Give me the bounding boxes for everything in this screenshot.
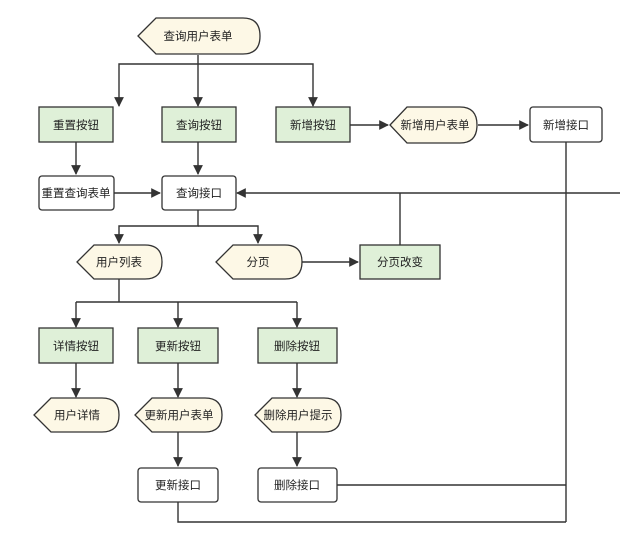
node-pagination-label: 分页 <box>247 255 270 269</box>
node-add-api-label: 新增接口 <box>543 118 589 132</box>
node-query-form: 查询用户表单 <box>137 17 261 55</box>
node-query-api: 查询接口 <box>161 175 237 211</box>
node-update-api: 更新接口 <box>137 467 219 503</box>
node-reset-button-label: 重置按钮 <box>53 118 99 132</box>
node-update-form: 更新用户表单 <box>134 397 223 433</box>
node-reset-form-label: 重置查询表单 <box>42 186 111 200</box>
node-query-form-label: 查询用户表单 <box>164 29 233 43</box>
node-delete-prompt: 删除用户提示 <box>254 397 342 433</box>
edge-api-to-list <box>114 210 199 244</box>
node-add-api: 新增接口 <box>529 106 603 143</box>
node-query-api-label: 查询接口 <box>176 186 222 200</box>
node-update-form-label: 更新用户表单 <box>145 408 214 422</box>
node-update-button-label: 更新按钮 <box>155 339 201 353</box>
node-user-detail-label: 用户详情 <box>54 408 100 422</box>
node-add-form: 新增用户表单 <box>389 106 478 144</box>
node-user-list-label: 用户列表 <box>96 255 142 269</box>
nodes: 查询用户表单 重置按钮 查询按钮 新增按钮 新增用户表单 新增接口 <box>33 17 603 503</box>
node-detail-button: 详情按钮 <box>38 327 114 364</box>
node-update-api-label: 更新接口 <box>155 478 201 492</box>
node-add-button-label: 新增按钮 <box>290 118 336 132</box>
node-page-change: 分页改变 <box>359 244 441 280</box>
node-update-button: 更新按钮 <box>137 327 219 364</box>
node-reset-form: 重置查询表单 <box>38 175 115 211</box>
node-detail-button-label: 详情按钮 <box>53 339 99 353</box>
node-delete-button: 删除按钮 <box>257 327 338 364</box>
node-delete-api-label: 删除接口 <box>274 478 320 492</box>
node-query-button-label: 查询按钮 <box>176 118 222 132</box>
edge-form-to-add <box>198 63 318 107</box>
edges <box>71 55 620 523</box>
node-delete-prompt-label: 删除用户提示 <box>264 408 333 422</box>
edge-api-to-page <box>198 225 263 244</box>
node-page-change-label: 分页改变 <box>377 255 423 269</box>
node-add-button: 新增按钮 <box>275 106 351 143</box>
node-delete-api: 删除接口 <box>257 467 338 503</box>
node-delete-button-label: 删除按钮 <box>274 339 320 353</box>
node-user-detail: 用户详情 <box>33 397 120 433</box>
edge-form-to-reset <box>114 63 198 107</box>
node-pagination: 分页 <box>215 244 303 280</box>
node-reset-button: 重置按钮 <box>38 106 114 143</box>
node-query-button: 查询按钮 <box>161 106 237 143</box>
edge-updateapi-return <box>177 502 566 523</box>
node-user-list: 用户列表 <box>76 244 163 280</box>
node-add-form-label: 新增用户表单 <box>401 118 470 132</box>
